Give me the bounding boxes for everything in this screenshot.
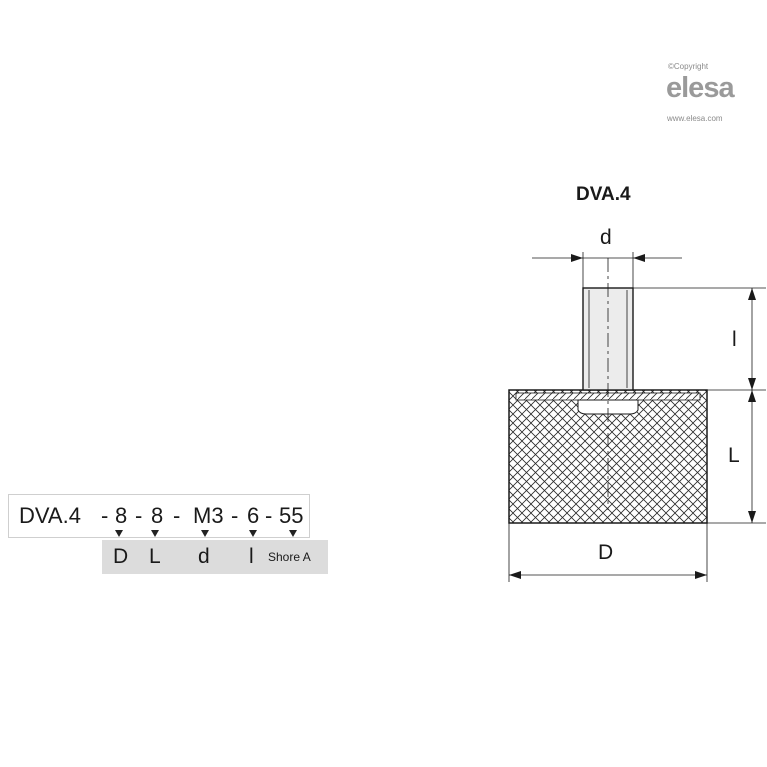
pointer-arrow-icon [289,530,297,537]
legend-shore-a: Shore A [268,550,311,564]
pointer-arrow-icon [115,530,123,537]
website-url: www.elesa.com [667,114,723,123]
dim-label-D: D [598,541,614,564]
ordering-code-legend: D L d l Shore A [102,540,328,574]
code-separator: - [265,503,273,528]
legend-D: D [113,545,129,568]
pointer-arrow-icon [201,530,209,537]
pointer-arrow-icon [249,530,257,537]
stud-base [577,399,639,415]
code-part-l: 6 [247,503,260,528]
legend-d: d [198,545,210,568]
dim-label-d: d [600,226,612,249]
code-part-d: M3 [193,503,224,528]
drawing-title: DVA.4 [576,184,631,205]
pointer-arrow-icon [151,530,159,537]
code-part-D: 8 [115,503,128,528]
dim-label-L: L [728,444,740,467]
copyright-text: ©Copyright [668,62,709,71]
code-separator: - [231,503,239,528]
brand-wordmark: elesa [666,72,735,104]
code-part-shore: 55 [279,503,304,528]
legend-l: l [249,545,254,568]
legend-L: L [149,545,161,568]
code-separator: - [101,503,109,528]
code-separator: - [173,503,181,528]
dim-label-l: l [732,328,737,351]
elesa-logo: ©Copyright elesa www.elesa.com [664,62,764,128]
code-part-L: 8 [151,503,164,528]
code-separator: - [135,503,143,528]
ordering-code-box: DVA.4 - 8 - 8 - M3 - 6 - 55 [8,494,310,538]
code-part-series: DVA.4 [19,503,81,528]
